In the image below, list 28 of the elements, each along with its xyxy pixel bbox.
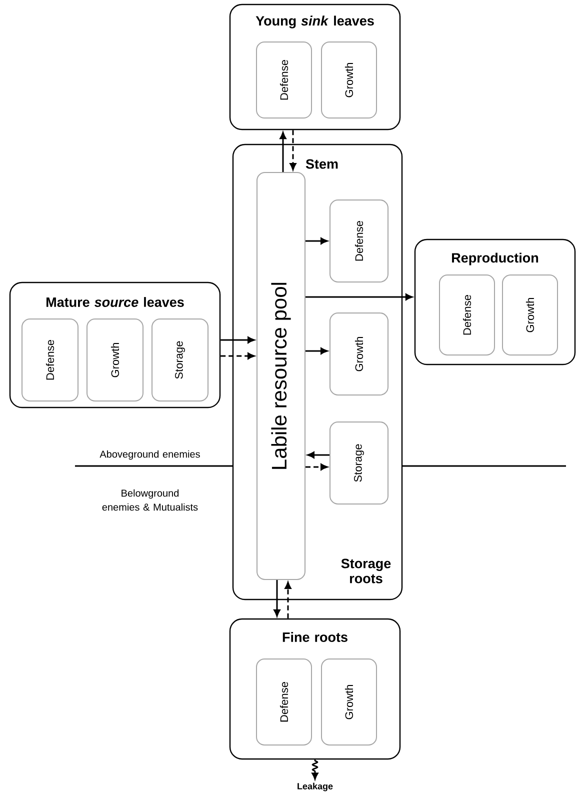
arrow bbox=[284, 582, 292, 618]
arrow bbox=[306, 464, 328, 470]
arrow bbox=[220, 336, 255, 344]
compartment-box: Defense bbox=[22, 318, 78, 402]
arrow bbox=[306, 294, 412, 300]
zone-label: Belowground enemies & Mutualists bbox=[102, 489, 198, 511]
compartment-box: Defense bbox=[256, 42, 312, 118]
compartment-box: Growth bbox=[86, 318, 144, 402]
compartment-box: Storage bbox=[330, 422, 388, 504]
leakage-label: Leakage bbox=[298, 782, 333, 792]
compartment-box: Growth bbox=[321, 42, 377, 118]
zone-label: Aboveground enemies bbox=[100, 450, 200, 460]
arrow bbox=[312, 759, 318, 780]
arrow bbox=[306, 348, 328, 354]
arrow bbox=[280, 132, 286, 172]
arrow bbox=[220, 352, 255, 360]
arrow bbox=[274, 580, 280, 616]
compartment-box: Growth bbox=[321, 658, 377, 746]
arrow bbox=[307, 452, 330, 458]
compartment-box: Storage bbox=[152, 318, 208, 402]
arrow bbox=[290, 130, 296, 170]
pool-box: Labile resource pool bbox=[256, 172, 306, 580]
compartment-box: Defense bbox=[256, 658, 312, 746]
compartment-box: Defense bbox=[330, 200, 388, 282]
compartment-box: Defense bbox=[439, 274, 495, 356]
compartment-box: Growth bbox=[330, 312, 388, 396]
arrow bbox=[306, 238, 328, 244]
compartment-box: Growth bbox=[502, 274, 558, 356]
